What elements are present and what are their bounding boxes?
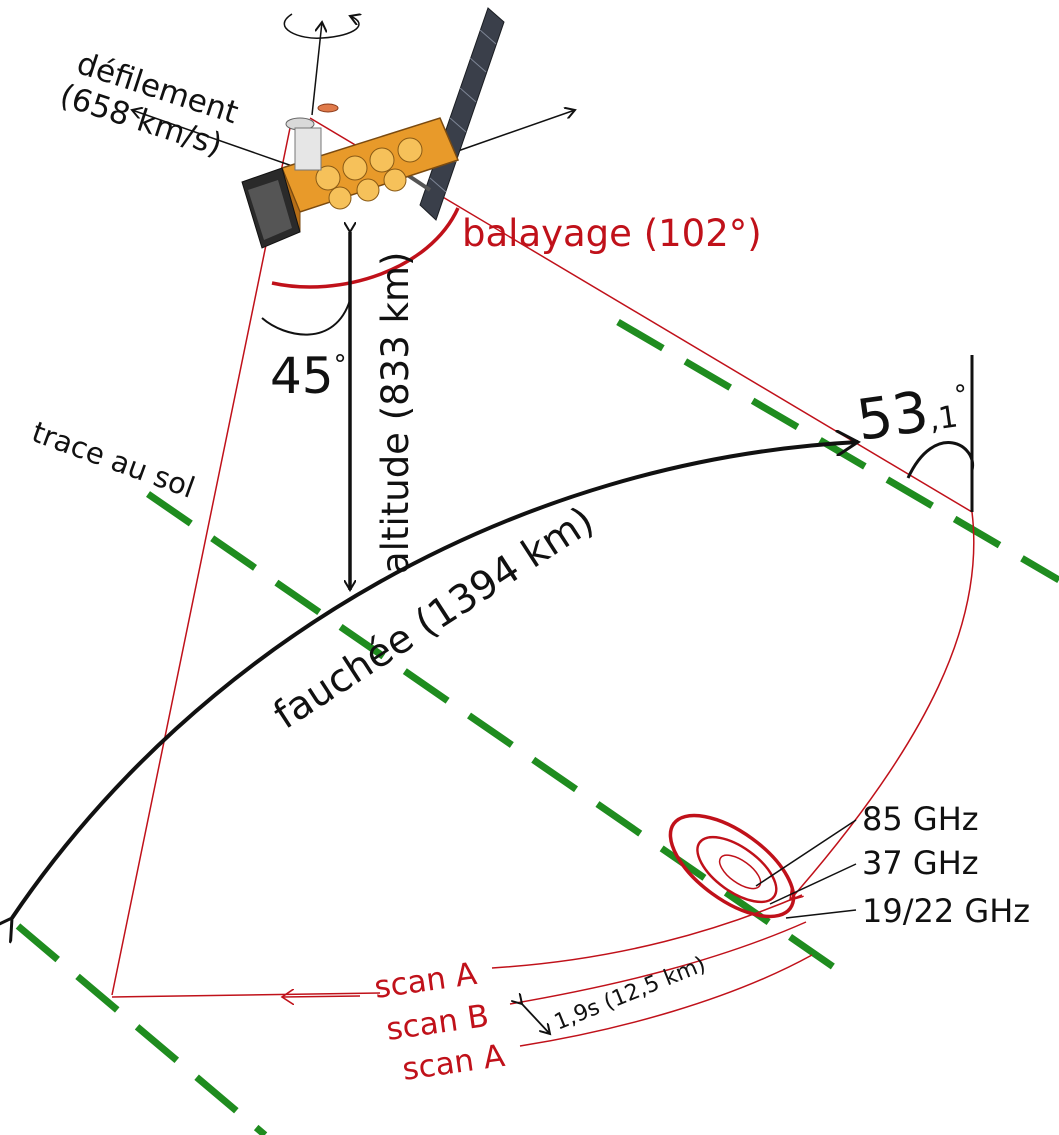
scan-interval-arrow — [522, 1004, 550, 1034]
ground-track-label: trace au sol — [28, 415, 200, 505]
ground-track-right-edge — [616, 318, 1059, 584]
footprint-19-22ghz — [668, 813, 796, 919]
scan-conical-path — [790, 511, 975, 900]
frequency-leaders — [755, 819, 857, 919]
incidence-angle-arc — [906, 441, 975, 479]
satellite-icon — [241, 7, 505, 249]
vertical-axis-arrow — [311, 22, 322, 116]
scan-a-bottom-line — [111, 992, 381, 998]
scan-a-arc-lower — [519, 954, 813, 1047]
frequency-label-37: 37 GHz — [862, 844, 979, 882]
nadir-angle-arc — [261, 299, 351, 336]
scan-angle-label: balayage (102°) — [462, 212, 762, 255]
frequency-label-19-22: 19/22 GHz — [862, 892, 1030, 930]
satellite-axes — [132, 14, 575, 169]
rotation-arrow — [283, 14, 359, 39]
scan-direction-arrow — [282, 996, 361, 997]
scan-label-a-lower: scan A — [400, 1038, 507, 1088]
footprint-37ghz — [696, 835, 778, 904]
scan-a-arc-upper — [491, 894, 803, 969]
swath-arc — [12, 442, 858, 918]
cone-left-edge — [111, 127, 291, 996]
altitude-label: altitude (833 km) — [374, 252, 417, 574]
nadir-angle-label: 45° — [270, 347, 347, 405]
orbit-normal-arrow — [454, 110, 575, 153]
scan-angle-arc — [271, 207, 460, 289]
scan-label-a-upper: scan A — [372, 956, 479, 1006]
footprint-ellipses — [668, 813, 796, 919]
frequency-label-85: 85 GHz — [862, 800, 979, 838]
solar-panel — [419, 7, 505, 221]
scan-label-b: scan B — [384, 998, 491, 1048]
ground-track-left-edge — [15, 923, 268, 1135]
footprint-85ghz — [718, 854, 762, 890]
velocity-arrow — [132, 110, 299, 169]
scan-cone — [111, 117, 975, 1047]
incidence-angle-label: 53,1° — [853, 374, 974, 454]
